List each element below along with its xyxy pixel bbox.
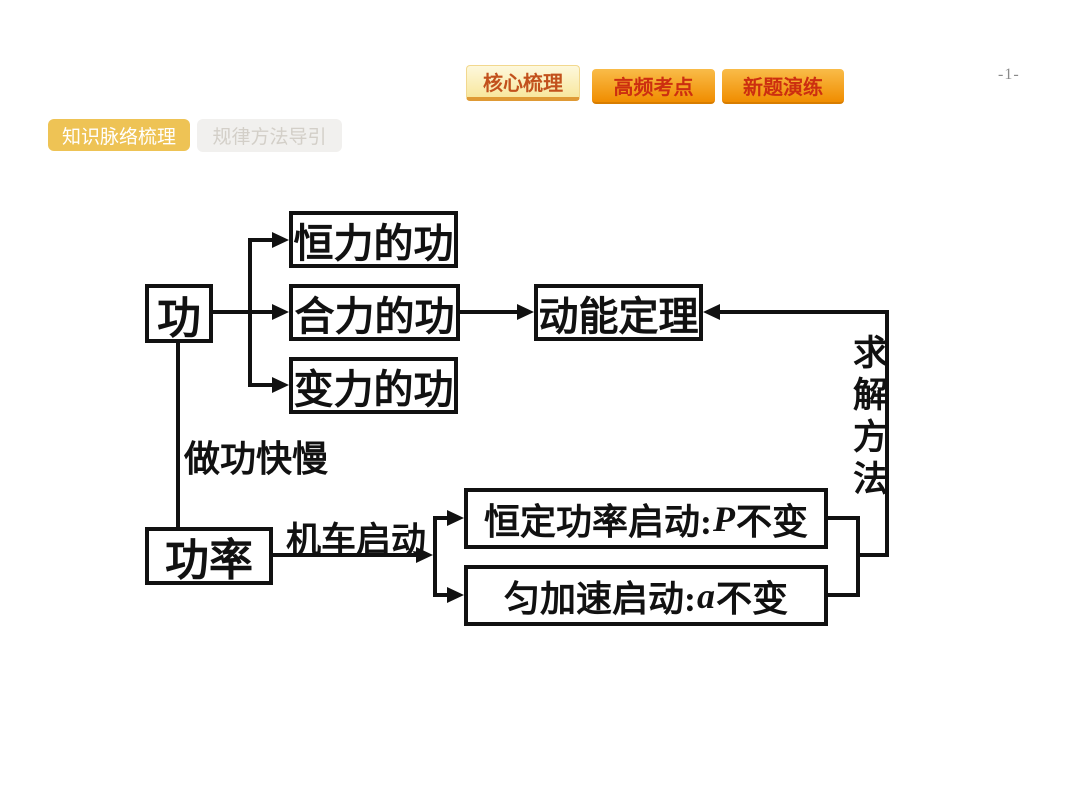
- uniform-acceleration-start-text: 匀加速启动:: [503, 578, 696, 619]
- node-power: 功率: [145, 527, 273, 585]
- arrowhead-into-theorem-left: [517, 304, 534, 320]
- connector-branch-bottom-stub: [252, 383, 274, 387]
- connector-branch-mid-stub: [252, 310, 274, 314]
- connector-bracket-bottom-stub: [828, 593, 856, 597]
- connector-netforce-to-theorem: [460, 310, 518, 314]
- uniform-acceleration-start-suffix: 不变: [715, 578, 788, 619]
- symbol-P: P: [712, 498, 735, 539]
- node-work: 功: [145, 284, 213, 343]
- subtab-method-guide[interactable]: 规律方法导引: [197, 119, 342, 152]
- connector-start-top-stub: [437, 516, 449, 520]
- symbol-a: a: [696, 575, 715, 616]
- arrowhead-to-constant-force: [272, 232, 289, 248]
- node-kinetic-energy-theorem: 动能定理: [534, 284, 703, 341]
- connector-start-branch-vertical: [433, 516, 437, 597]
- node-net-force-work: 合力的功: [289, 284, 460, 341]
- connector-branch-top-stub: [252, 238, 274, 242]
- connector-right-horizontal: [720, 310, 889, 314]
- arrowhead-into-theorem-right: [703, 304, 720, 320]
- arrowhead-to-variable-force: [272, 377, 289, 393]
- constant-power-start-suffix: 不变: [735, 501, 808, 542]
- connector-right-bend: [858, 553, 889, 557]
- constant-power-start-text: 恒定功率启动:: [483, 501, 712, 542]
- arrowhead-to-constant-power-start: [447, 510, 464, 526]
- tab-core-review[interactable]: 核心梳理: [466, 65, 580, 101]
- connector-bracket-top-stub: [828, 516, 856, 520]
- page-number: -1-: [998, 66, 1020, 83]
- tab-high-frequency[interactable]: 高频考点: [592, 69, 715, 104]
- arrowhead-to-uniform-acceleration-start: [447, 587, 464, 603]
- arrowhead-to-net-force: [272, 304, 289, 320]
- connector-right-vertical: [885, 310, 889, 557]
- subtab-knowledge-outline[interactable]: 知识脉络梳理: [48, 119, 190, 151]
- connector-branch-vertical: [248, 238, 252, 387]
- arrowhead-to-start-branch: [416, 547, 433, 563]
- edge-label-work-speed: 做功快慢: [184, 439, 329, 479]
- connector-work-to-power: [176, 343, 180, 527]
- node-constant-force-work: 恒力的功: [289, 211, 458, 268]
- edge-label-solution-method: 求解方法: [848, 334, 887, 502]
- tab-new-exercises[interactable]: 新题演练: [722, 69, 844, 104]
- connector-power-horizontal: [273, 553, 418, 557]
- connector-work-to-branch: [213, 310, 252, 314]
- connector-start-bottom-stub: [437, 593, 449, 597]
- node-variable-force-work: 变力的功: [289, 357, 458, 414]
- connector-bracket-vertical: [856, 516, 860, 597]
